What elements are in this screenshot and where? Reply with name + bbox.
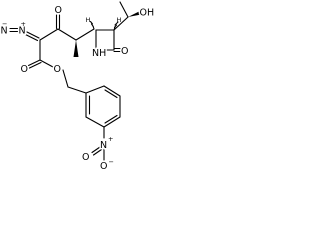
atom-h-c7: H [117,16,122,24]
atom-o-nitro-single: O [100,161,107,172]
charge-plus-diazo: + [21,20,26,28]
atom-h-c5: H [86,16,91,24]
charge-minus-nitro: − [109,158,114,166]
bond-benzene-2 [103,85,121,97]
bond-c4-c5 [75,28,95,41]
bond-ch2-ring [67,86,87,94]
bond-o-ch2 [62,69,69,88]
bond-c3-c4 [57,28,77,41]
bond-c9-c10 [119,1,129,18]
bond-benzene-1 [85,85,105,94]
charge-plus-nitro: + [108,135,113,143]
bond-c2-c3 [39,28,59,41]
atom-o-ester: O [54,64,61,75]
hash-bond-c7-h [113,21,119,31]
atom-n-minus: N [1,26,8,37]
bond-n-c-diazo-b [24,33,39,42]
bond-n-c-diazo-a [26,31,40,39]
atom-n-nitro: N [100,140,107,151]
bond-nitro-o1-a [91,146,101,154]
atom-nh: NH [92,48,106,59]
bond-nitro-o1-b [92,148,103,156]
stereo-bonds [73,11,141,57]
bond-c1-o-ester [39,59,54,68]
atom-labels: N − N + O O O OH H H NH O N + O O − [0,4,155,174]
atom-oh: OH [140,8,155,19]
structural-formula: N − N + O O O OH H H NH O N + O O − [0,1,155,174]
atom-o-ester-carbonyl: O [21,64,28,75]
bond-c1-o-a [27,59,41,67]
atom-o-lactam: O [121,46,128,57]
bond-c1-o-b [28,61,42,69]
wedge-bond-c4-methyl [73,40,79,57]
atom-o-nitro-double: O [82,152,89,163]
atom-o-ketone: O [55,5,62,16]
atom-n-plus: N [19,26,26,37]
charge-minus-diazo: − [2,20,7,28]
hash-bond-c5-h [89,20,95,30]
bond-benzene-4 [103,116,121,128]
bond-benzene-inner-3 [104,114,118,124]
wedge-bond-c9-oh [128,11,141,17]
bond-benzene-inner-2 [104,89,118,99]
bond-benzene-5 [85,116,105,128]
bonds [9,1,129,161]
bond-c7-c9 [113,16,129,31]
